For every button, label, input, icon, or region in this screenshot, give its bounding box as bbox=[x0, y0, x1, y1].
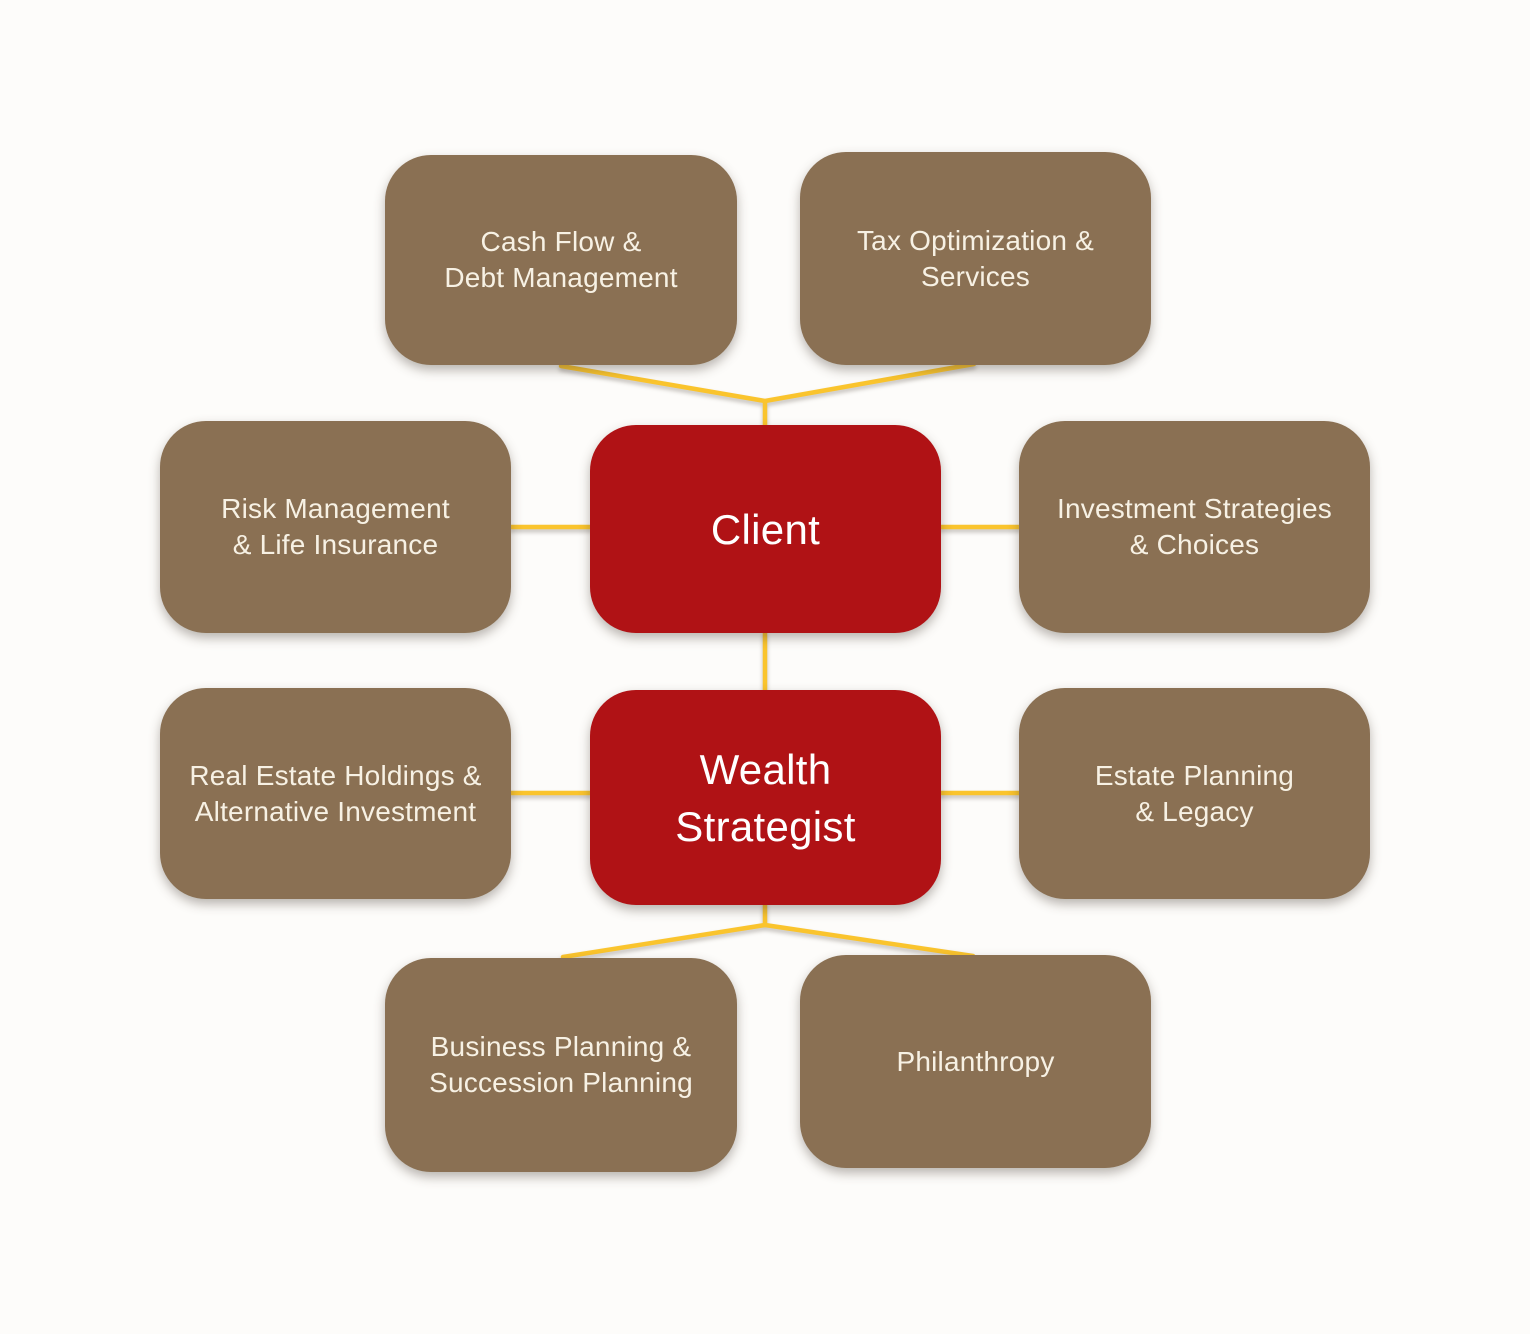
node-label-line1: Real Estate Holdings & bbox=[189, 759, 482, 791]
connector-client-top-fork bbox=[558, 361, 977, 431]
node-business-succession-planning: Business Planning & Succession Planning bbox=[385, 958, 737, 1172]
node-philanthropy: Philanthropy bbox=[800, 955, 1151, 1168]
node-tax-optimization-services: Tax Optimization & Services bbox=[800, 152, 1151, 365]
node-wealth-strategist: Wealth Strategist bbox=[590, 690, 941, 905]
node-real-estate-alternative-investment: Real Estate Holdings & Alternative Inves… bbox=[160, 688, 511, 899]
node-client: Client bbox=[590, 425, 941, 633]
node-label-line2: Succession Planning bbox=[429, 1067, 693, 1098]
node-label-line2: & Legacy bbox=[1135, 795, 1254, 827]
node-estate-planning-legacy: Estate Planning & Legacy bbox=[1019, 688, 1370, 899]
node-cash-flow-debt-management: Cash Flow & Debt Management bbox=[385, 155, 737, 365]
node-label-line2: Debt Management bbox=[444, 262, 678, 293]
node-risk-management-life-insurance: Risk Management & Life Insurance bbox=[160, 421, 511, 633]
connector-wealth-bottom-fork bbox=[560, 900, 976, 960]
node-label-line2: & Choices bbox=[1129, 529, 1260, 560]
node-label-line1: Client bbox=[710, 505, 821, 553]
node-investment-strategies-choices: Investment Strategies & Choices bbox=[1019, 421, 1370, 633]
node-label-line1: Investment Strategies bbox=[1057, 493, 1332, 524]
node-label-line2: & Life Insurance bbox=[232, 529, 439, 560]
node-label-line1: Estate Planning bbox=[1094, 759, 1295, 791]
node-label-line1: Tax Optimization & bbox=[856, 224, 1095, 256]
node-label-line1: Business Planning & bbox=[430, 1031, 692, 1062]
node-label-line2: Strategist bbox=[675, 802, 856, 850]
node-label-line1: Risk Management bbox=[221, 493, 450, 524]
node-label-line1: Philanthropy bbox=[896, 1045, 1055, 1077]
node-label-line1: Cash Flow & bbox=[480, 226, 642, 257]
node-label-line2: Services bbox=[921, 260, 1030, 292]
node-label-line1: Wealth bbox=[699, 745, 832, 793]
node-label-line2: Alternative Investment bbox=[194, 795, 477, 827]
